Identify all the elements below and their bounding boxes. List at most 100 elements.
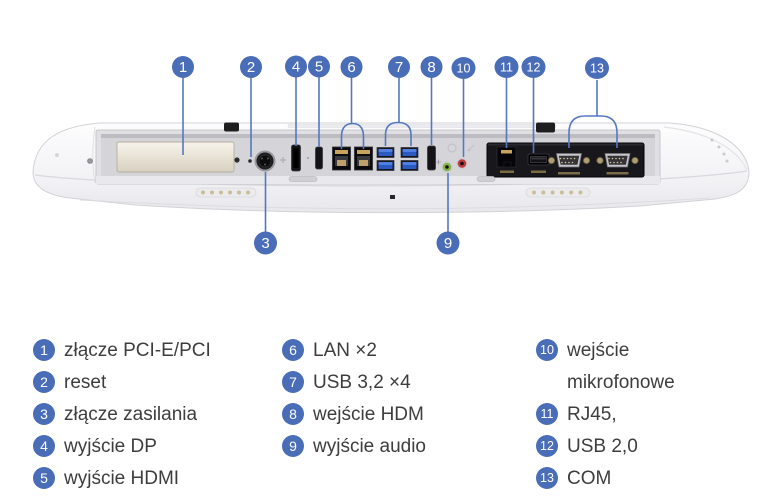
callout-1: 1 <box>172 56 194 78</box>
io-black-panel <box>486 142 645 178</box>
legend-item-12: 12 USB 2,0 <box>536 430 675 462</box>
legend-label-10: wejście <box>567 339 630 361</box>
legend-item-1: 1 złącze PCI-E/PCI <box>33 334 211 366</box>
svg-text:4: 4 <box>292 59 300 76</box>
hdmi-in-port <box>427 145 436 171</box>
legend-label-8: wejście HDM <box>313 403 424 425</box>
bottom-hole <box>390 195 395 199</box>
svg-text:5: 5 <box>315 59 323 76</box>
svg-text:7: 7 <box>395 59 403 76</box>
usb3-port <box>400 147 419 158</box>
io-bay-ledge <box>96 176 660 184</box>
legend-badge-5: 5 <box>33 467 55 489</box>
left-endcap-crease <box>92 126 96 184</box>
legend-badge-6: 6 <box>282 339 304 361</box>
svg-text:1: 1 <box>179 59 187 76</box>
svg-text:3: 3 <box>261 235 269 252</box>
io-bay-top-shadow <box>101 134 655 138</box>
legend-column-2: 6 LAN ×2 7 USB 3,2 ×4 8 wejście HDM 9 wy… <box>282 334 426 462</box>
lan-port-1 <box>332 146 351 171</box>
legend-badge-4: 4 <box>33 435 55 457</box>
callout-2: 2 <box>240 56 262 78</box>
legend-label-6: LAN ×2 <box>313 339 377 361</box>
legend-item-11: 11 RJ45, <box>536 398 675 430</box>
left-endcap-dimple <box>55 153 59 157</box>
callout-line-7 <box>384 78 412 146</box>
svg-text:10: 10 <box>457 62 471 76</box>
vent-slot-right <box>476 176 496 182</box>
rj45-port <box>496 146 517 173</box>
mount-tab-right <box>536 122 555 133</box>
callout-8: 8 <box>420 56 443 78</box>
legend-badge-8: 8 <box>282 403 304 425</box>
callout-7: 7 <box>388 56 410 78</box>
legend-item-7: 7 USB 3,2 ×4 <box>282 366 426 398</box>
legend-item-10: 10 wejście <box>536 334 675 366</box>
device-lower-seam <box>79 197 711 210</box>
usb3-ports <box>376 147 419 171</box>
power-connector <box>254 150 276 172</box>
legend-label-1: złącze PCI-E/PCI <box>64 339 211 361</box>
callout-4: 4 <box>285 55 307 78</box>
callout-13: 13 <box>585 57 609 79</box>
screw-cross-mark <box>280 157 286 163</box>
speaker-grille-left <box>195 187 257 198</box>
hdmi-out-port <box>315 146 323 170</box>
reset-pinhole <box>248 159 252 163</box>
usb3-port <box>376 147 395 158</box>
top-groove <box>287 124 557 128</box>
legend-label-11: RJ45, <box>567 403 617 425</box>
device-illustration: 1 2 4 5 6 7 8 10 11 12 13 3 9 <box>32 55 750 255</box>
slot-screw-right <box>234 157 240 163</box>
callout-12: 12 <box>521 56 546 78</box>
usb3-port <box>376 160 395 171</box>
legend-label-2: reset <box>64 371 107 393</box>
callout-line-13 <box>568 80 618 148</box>
svg-text:8: 8 <box>427 59 435 76</box>
usb3-port <box>400 160 419 171</box>
legend-item-9: 9 wyjście audio <box>282 430 426 462</box>
callout-9: 9 <box>436 231 460 255</box>
svg-text:9: 9 <box>444 235 452 252</box>
legend-label-4: wyjście DP <box>64 435 157 457</box>
legend-badge-2: 2 <box>33 371 55 393</box>
speaker-grille-right <box>525 187 591 198</box>
legend-label-5: wyjście HDMI <box>64 467 180 489</box>
legend-item-4: 4 wyjście DP <box>33 430 211 462</box>
legend-badge-9: 9 <box>282 435 304 457</box>
legend-badge-3: 3 <box>33 403 55 425</box>
legend-column-3: 10 wejście mikrofonowe 11 RJ45, 12 USB 2… <box>536 334 675 494</box>
legend-label-13: COM <box>567 467 612 489</box>
legend-label-12: USB 2,0 <box>567 435 638 457</box>
legend-badge-1: 1 <box>33 339 55 361</box>
audio-out-jack <box>441 161 453 173</box>
svg-text:12: 12 <box>527 61 541 75</box>
mount-tab-left <box>224 122 239 132</box>
callout-5: 5 <box>308 55 330 78</box>
legend-column-1: 1 złącze PCI-E/PCI 2 reset 3 złącze zasi… <box>33 334 211 494</box>
callout-lines <box>182 77 618 232</box>
callout-10: 10 <box>451 57 476 79</box>
legend-badge-12: 12 <box>536 435 558 457</box>
svg-text:2: 2 <box>247 59 255 76</box>
svg-text:13: 13 <box>590 62 604 76</box>
legend-label-7: USB 3,2 ×4 <box>313 371 411 393</box>
mic-in-jack <box>456 157 468 170</box>
vent-slot-left <box>288 176 318 182</box>
callout-3: 3 <box>254 231 277 255</box>
dp-port <box>291 144 301 172</box>
legend-item-2: 2 reset <box>33 366 211 398</box>
bay-screw-left <box>87 158 93 164</box>
callout-line-6 <box>340 78 365 149</box>
pci-slot-cover <box>116 141 235 173</box>
legend-label-3: złącze zasilania <box>64 403 198 425</box>
mic-icon <box>467 144 475 152</box>
headphone-icon <box>447 143 457 153</box>
legend-badge-13: 13 <box>536 467 558 489</box>
legend-badge-10: 10 <box>536 339 558 361</box>
right-endcap-dimples <box>710 138 729 163</box>
svg-text:11: 11 <box>500 61 513 75</box>
legend-badge-11: 11 <box>536 403 558 425</box>
svg-text:6: 6 <box>347 59 355 76</box>
